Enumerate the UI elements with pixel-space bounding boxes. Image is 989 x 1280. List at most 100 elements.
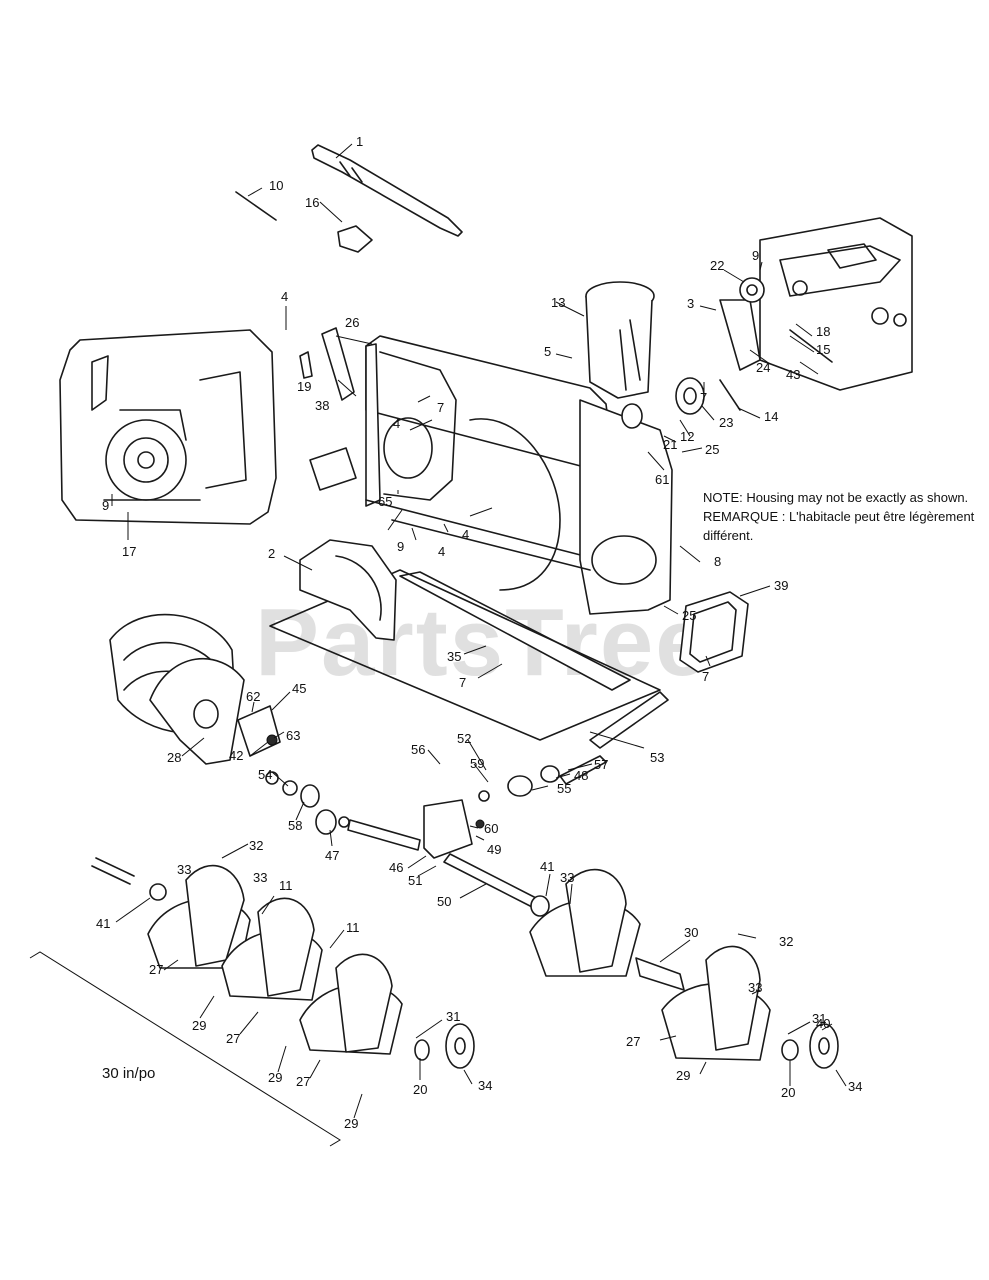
impeller-housing-part: [299, 539, 397, 641]
callout-20-a: 20: [413, 1082, 427, 1097]
callout-32-b: 32: [779, 934, 793, 949]
auger-assembly-part: [109, 613, 245, 765]
callout-34-b: 34: [848, 1079, 862, 1094]
callout-65: 65: [378, 494, 392, 509]
scraper-bar-part: [399, 571, 631, 691]
auger-flight-right-part: [529, 868, 839, 1069]
callout-33-d: 33: [748, 980, 762, 995]
frame-part: [719, 217, 913, 411]
callout-57: 57: [594, 757, 608, 772]
auger-shaft-part: [311, 144, 463, 253]
callout-51: 51: [408, 873, 422, 888]
callout-16: 16: [305, 195, 319, 210]
callout-27-d: 27: [296, 1074, 310, 1089]
callout-19: 19: [297, 379, 311, 394]
callout-56: 56: [411, 742, 425, 757]
callout-29-c: 29: [676, 1068, 690, 1083]
callout-5: 5: [544, 344, 551, 359]
callout-21: 21: [663, 437, 677, 452]
callout-27-b: 27: [226, 1031, 240, 1046]
callout-63: 63: [286, 728, 300, 743]
callout-49: 49: [487, 842, 501, 857]
callout-42: 42: [229, 748, 243, 763]
callout-28: 28: [167, 750, 181, 765]
callout-61-a: 61: [655, 472, 669, 487]
callout-32-a: 32: [249, 838, 263, 853]
chute-part: [585, 281, 655, 399]
callout-10: 10: [269, 178, 283, 193]
gearbox-part: [237, 705, 607, 909]
callout-7-b: 7: [437, 400, 444, 415]
drift-cutter-part: [589, 691, 669, 749]
callout-33-c: 33: [560, 870, 574, 885]
callout-54: 54: [258, 767, 272, 782]
callout-41-a: 41: [96, 916, 110, 931]
callout-43: 43: [786, 367, 800, 382]
auger-flight-part: [147, 864, 475, 1069]
callout-59: 59: [470, 756, 484, 771]
callout-23: 23: [719, 415, 733, 430]
callout-53: 53: [650, 750, 664, 765]
extension-rod-part: [91, 857, 135, 885]
callout-33-b: 11: [279, 878, 293, 893]
callout-58: 58: [288, 818, 302, 833]
pulley-part: [621, 377, 705, 429]
callout-15: 15: [816, 342, 830, 357]
callout-1: 1: [356, 134, 363, 149]
callout-25-a: 25: [705, 442, 719, 457]
note-line-3: différent.: [703, 528, 753, 543]
callout-25-b: 25: [682, 608, 696, 623]
callout-2: 2: [268, 546, 275, 561]
callout-60: 60: [484, 821, 498, 836]
callout-40: 40: [816, 1016, 830, 1031]
callout-39: 39: [774, 578, 788, 593]
callout-50: 50: [437, 894, 451, 909]
callout-9-c: 9: [397, 539, 404, 554]
callout-7-a: 7: [700, 390, 707, 405]
callout-4: 4: [281, 289, 288, 304]
callout-33-a: 33: [177, 862, 191, 877]
callout-31-a: 31: [446, 1009, 460, 1024]
callout-labels: 1 10 16 4 19 26 38 13 5 9 22 3 18 15 24 …: [96, 134, 862, 1131]
callout-7-d: 7: [459, 675, 466, 690]
callout-22: 22: [710, 258, 724, 273]
callout-41-b: 41: [540, 859, 554, 874]
callout-7-c: 7: [702, 669, 709, 684]
callout-46: 46: [389, 860, 403, 875]
callout-17: 17: [122, 544, 136, 559]
callout-29-b: 29: [268, 1070, 282, 1085]
callout-8: 8: [714, 554, 721, 569]
callout-9: 9: [752, 248, 759, 263]
callout-20-b: 20: [781, 1085, 795, 1100]
callout-4-c: 4: [438, 544, 445, 559]
callout-14: 14: [764, 409, 778, 424]
bracket-part: [321, 327, 355, 401]
callout-38: 38: [315, 398, 329, 413]
callout-29-d: 29: [344, 1116, 358, 1131]
size-label: 30 in/po: [102, 1065, 155, 1082]
note-line-1: NOTE: Housing may not be exactly as show…: [703, 490, 968, 505]
callout-29-a: 29: [192, 1018, 206, 1033]
callout-18: 18: [816, 324, 830, 339]
callout-26: 26: [345, 315, 359, 330]
callout-27-c: 27: [626, 1034, 640, 1049]
callout-13: 13: [551, 295, 565, 310]
callout-62: 62: [246, 689, 260, 704]
callout-35: 35: [447, 649, 461, 664]
callout-24: 24: [756, 360, 770, 375]
plate-part: [309, 447, 357, 491]
callout-12: 12: [680, 429, 694, 444]
callout-3: 3: [687, 296, 694, 311]
leader-lines: [111, 143, 847, 1119]
callout-30: 30: [684, 925, 698, 940]
note-line-2: REMARQUE : L'habitacle peut être légèrem…: [703, 509, 975, 524]
callout-48: 48: [574, 768, 588, 783]
callout-27-a: 27: [149, 962, 163, 977]
engine-part: [59, 329, 277, 525]
shear-pin-part: [235, 191, 277, 221]
callout-31-b: 31: [812, 1011, 826, 1026]
callout-45: 45: [292, 681, 306, 696]
callout-52: 52: [457, 731, 471, 746]
callout-47: 47: [325, 848, 339, 863]
